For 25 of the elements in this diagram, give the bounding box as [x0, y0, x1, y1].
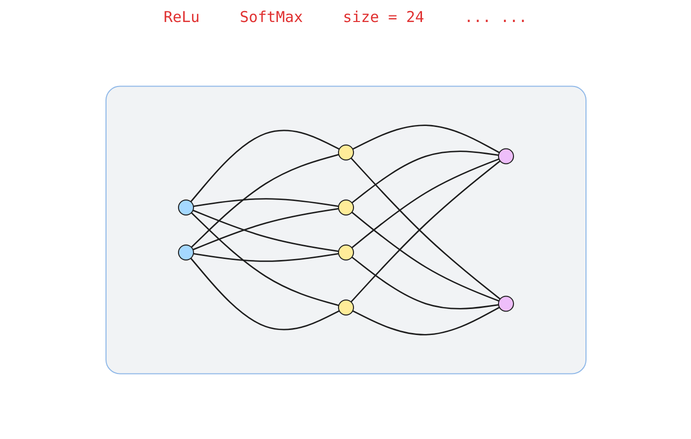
connector — [192, 198, 338, 208]
layer-note: ... ... — [464, 8, 528, 26]
node-circle — [178, 200, 194, 216]
connector — [350, 256, 498, 310]
connector — [190, 258, 340, 330]
node-circle — [338, 200, 354, 216]
connector — [190, 212, 338, 306]
connector — [192, 252, 338, 262]
connector — [352, 124, 500, 154]
layer-note: ReLu — [164, 8, 200, 26]
node-circle — [338, 300, 354, 316]
layer-note: size = 24 — [342, 8, 424, 26]
connector — [190, 130, 340, 202]
connector — [350, 150, 498, 204]
node-circle — [178, 244, 194, 260]
connector — [352, 306, 500, 336]
connector — [350, 212, 499, 302]
connector — [350, 158, 499, 248]
node-circle — [338, 244, 354, 260]
cluster — [105, 86, 586, 374]
node-circle — [498, 148, 514, 164]
node-circle — [338, 144, 354, 160]
layer-note: SoftMax — [240, 8, 303, 26]
node-circle — [498, 296, 514, 312]
connector — [190, 154, 338, 248]
